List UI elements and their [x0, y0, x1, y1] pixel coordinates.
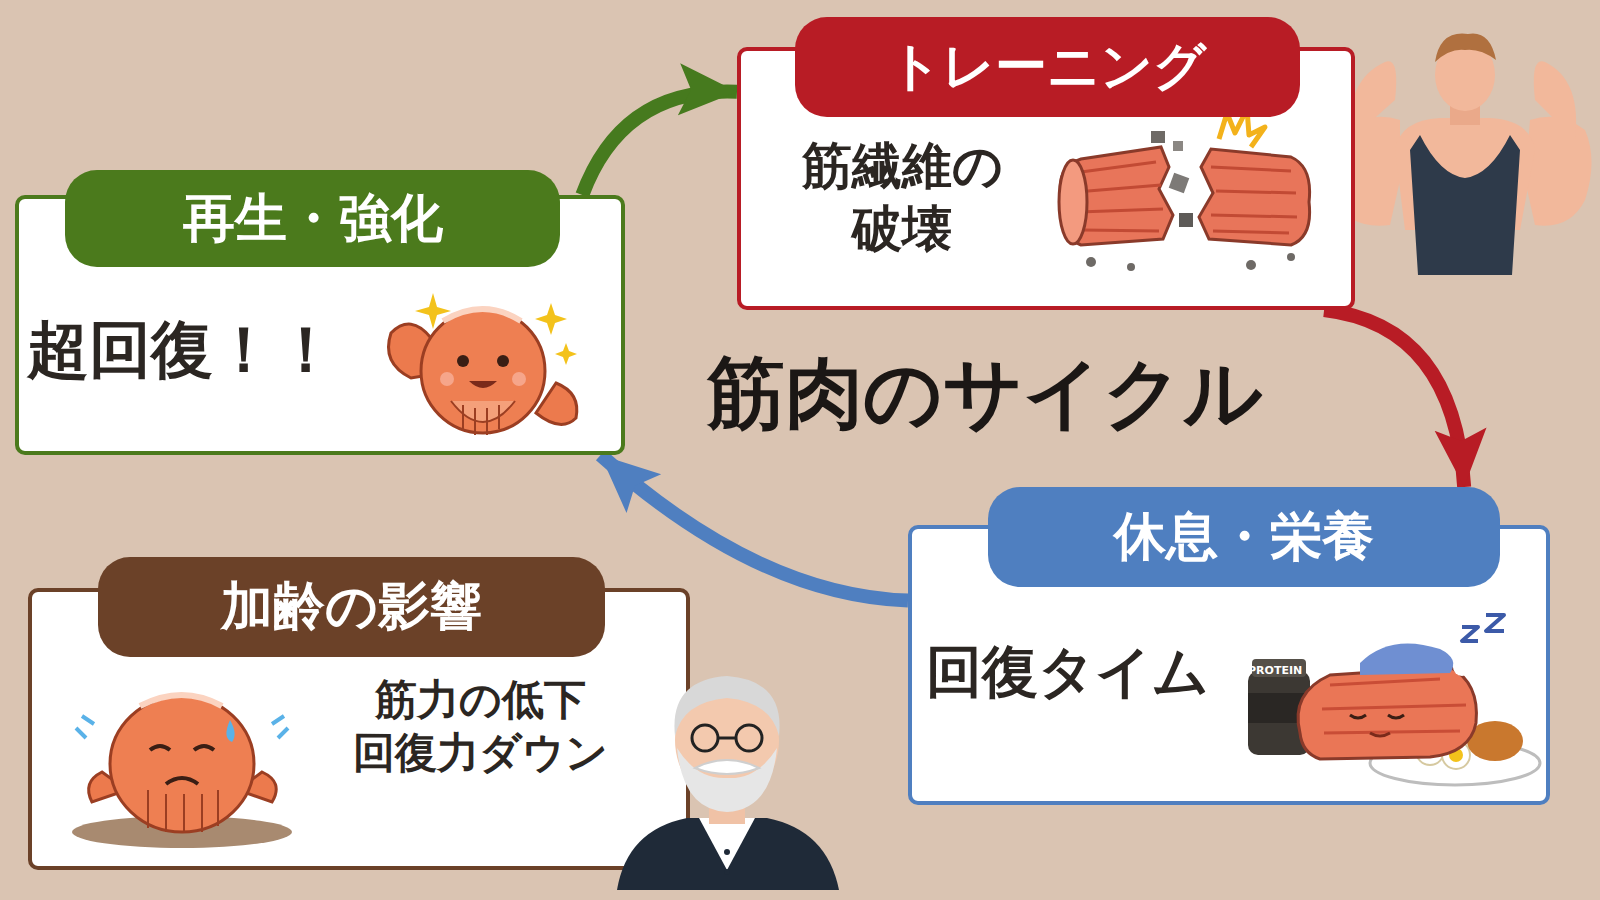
box-body-text: 筋繊維の 破壊 [777, 135, 1027, 260]
strong-muscle-character [371, 283, 591, 443]
box-body-text: 回復タイム [926, 637, 1246, 707]
cycle-arrow [1324, 310, 1464, 487]
cycle-arrow [601, 455, 908, 601]
jar-label: PROTEIN [1248, 664, 1302, 677]
tired-muscle-character [62, 672, 312, 852]
heading-text: 加齢の影響 [221, 572, 482, 642]
diagram-title: 筋肉のサイクル [707, 342, 1263, 447]
old-man-illustration [607, 640, 847, 890]
process-box: 加齢の影響筋力の低下 回復力ダウン [28, 588, 690, 870]
box-heading: 加齢の影響 [98, 557, 605, 657]
box-body-text: 超回復！！ [27, 311, 372, 389]
box-body-text: 筋力の低下 回復力ダウン [330, 674, 630, 779]
heading-text: トレーニング [889, 32, 1206, 102]
process-box: 再生・強化超回復！！ [15, 195, 625, 455]
cycle-arrow [582, 91, 737, 195]
resting-muscle-with-food [1240, 623, 1540, 793]
box-heading: 休息・栄養 [988, 487, 1500, 587]
process-box: 休息・栄養回復タイム [908, 525, 1550, 805]
process-box: トレーニング筋繊維の 破壊 [737, 47, 1355, 310]
box-heading: トレーニング [795, 17, 1300, 117]
heading-text: 休息・栄養 [1114, 502, 1374, 572]
broken-muscle-illustration [1051, 127, 1321, 277]
heading-text: 再生・強化 [183, 184, 443, 254]
box-heading: 再生・強化 [65, 170, 560, 267]
